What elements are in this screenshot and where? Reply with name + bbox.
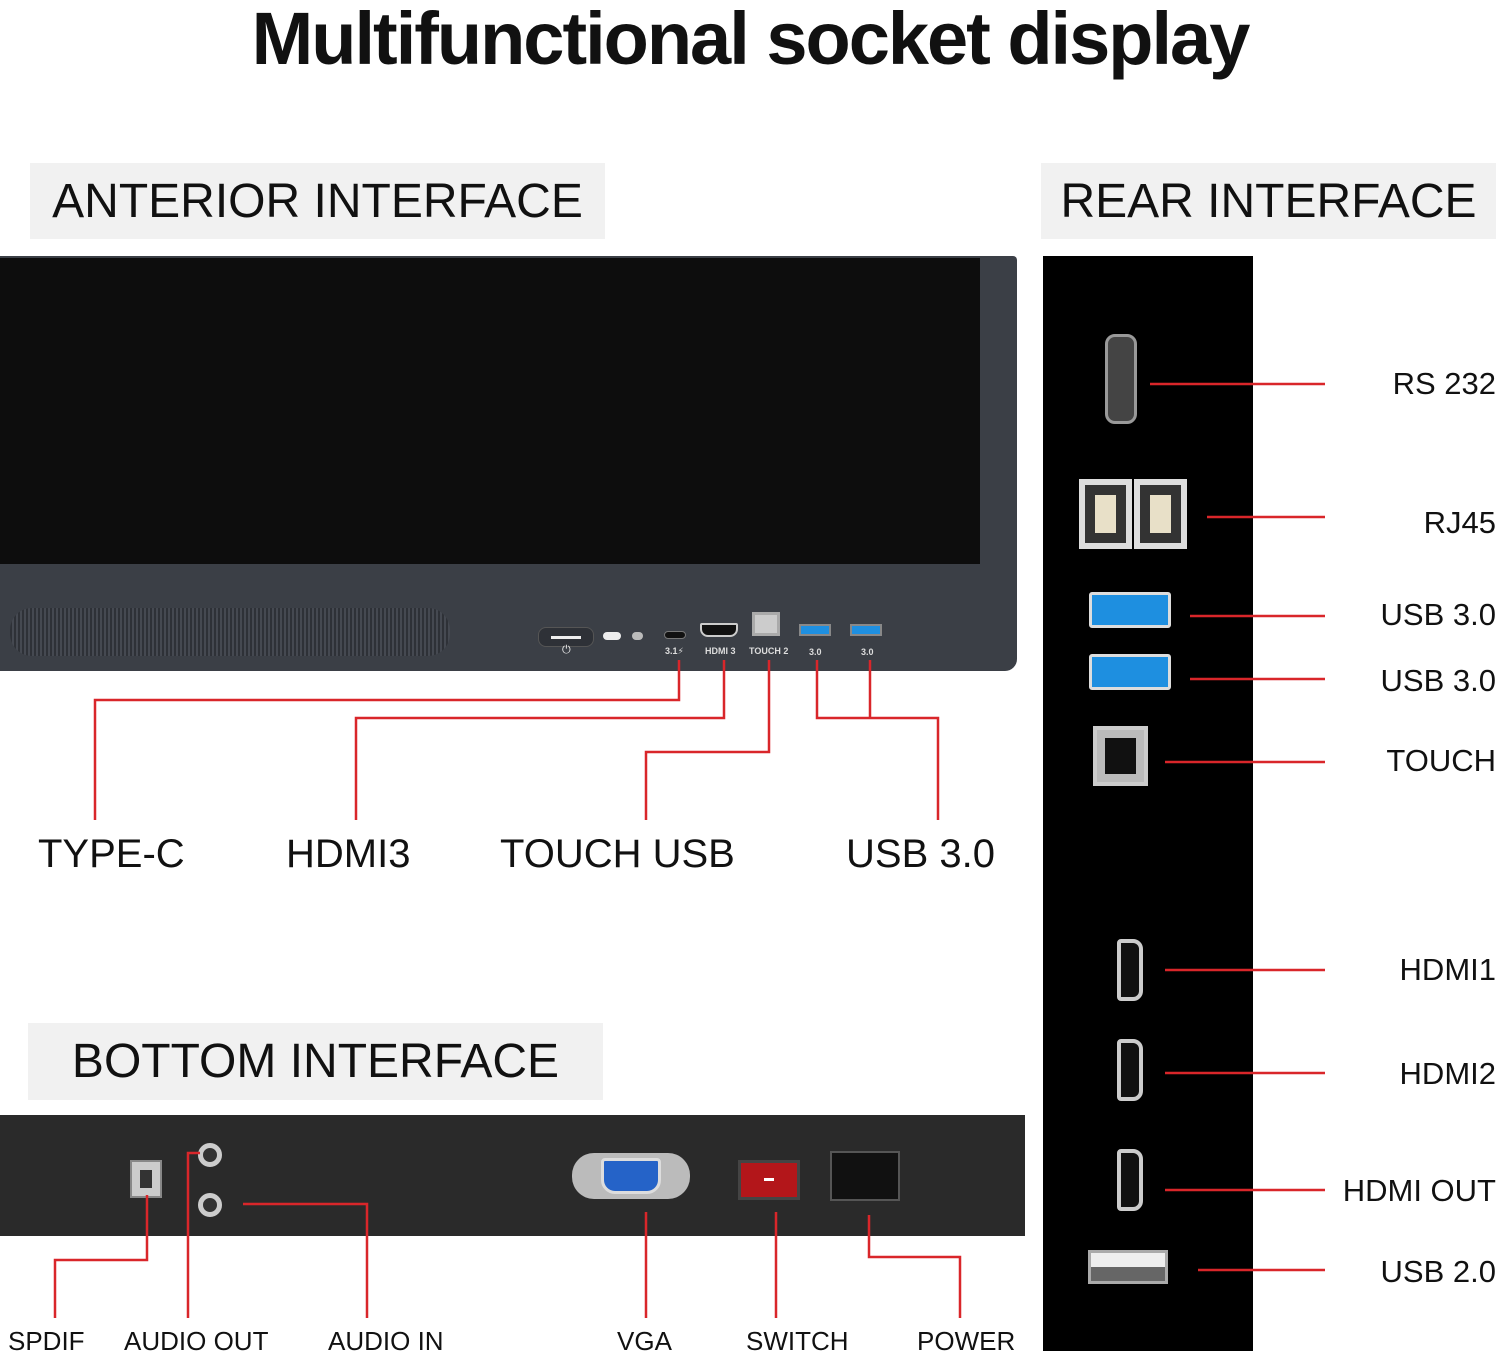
usb-port-2-label: 3.0	[861, 647, 874, 657]
label-usb3: USB 3.0	[846, 832, 995, 876]
touch-usb-line	[644, 660, 771, 820]
label-hdmi1: HDMI1	[1399, 952, 1496, 987]
speaker-grille	[10, 608, 450, 656]
label-usb3-rear-2: USB 3.0	[1380, 663, 1496, 698]
label-usb3-rear-1: USB 3.0	[1380, 597, 1496, 632]
label-audio-in: AUDIO IN	[328, 1326, 444, 1356]
indicator-light	[603, 632, 621, 640]
label-touch-usb: TOUCH USB	[500, 832, 735, 876]
label-vga: VGA	[617, 1326, 672, 1356]
audio-in-line	[243, 1202, 369, 1318]
audio-out-jack	[198, 1143, 222, 1167]
rs232-port	[1105, 334, 1137, 424]
label-spdif: SPDIF	[8, 1326, 85, 1356]
anterior-header: ANTERIOR INTERFACE	[30, 163, 605, 239]
rj45-port-2	[1134, 479, 1187, 549]
hdmi3-port	[700, 623, 738, 637]
bottom-header: BOTTOM INTERFACE	[28, 1023, 603, 1100]
label-hdmi3: HDMI3	[286, 832, 411, 876]
vga-port	[572, 1153, 690, 1199]
hdmi1-port	[1117, 939, 1143, 1001]
hdmi3-line	[354, 660, 726, 820]
power-line	[867, 1215, 962, 1318]
label-hdmi2: HDMI2	[1399, 1056, 1496, 1091]
label-usb2: USB 2.0	[1380, 1254, 1496, 1289]
label-rj45: RJ45	[1423, 505, 1496, 540]
power-icon: ⏻	[562, 644, 571, 656]
label-switch: SWITCH	[746, 1326, 849, 1356]
touch-port	[752, 612, 780, 636]
power-socket	[830, 1151, 900, 1201]
audio-in-jack	[198, 1193, 222, 1217]
power-switch[interactable]	[738, 1160, 800, 1200]
typec-port-label: 3.1⚡	[665, 646, 684, 656]
label-touch: TOUCH	[1386, 743, 1496, 778]
hdmi3-port-label: HDMI 3	[705, 646, 736, 656]
rj45-port-1	[1079, 479, 1132, 549]
power-button[interactable]	[538, 627, 594, 647]
usb2-port	[1088, 1250, 1168, 1284]
hdmi2-port	[1117, 1039, 1143, 1101]
usb-port-2	[850, 624, 882, 636]
label-typec: TYPE-C	[38, 832, 185, 876]
hdmi-out-port	[1117, 1149, 1143, 1211]
typec-line	[93, 660, 681, 820]
screen	[0, 258, 980, 564]
label-audio-out: AUDIO OUT	[124, 1326, 269, 1356]
usb3-port-2	[1089, 654, 1171, 690]
label-hdmi-out: HDMI OUT	[1342, 1173, 1496, 1208]
usb3-port-1	[1089, 592, 1171, 628]
label-power: POWER	[917, 1326, 1016, 1356]
touch-port-label: TOUCH 2	[749, 646, 789, 656]
bottom-panel	[0, 1115, 1025, 1236]
page-title: Multifunctional socket display	[251, 0, 1251, 80]
usb-port-1-label: 3.0	[809, 647, 822, 657]
label-rs232: RS 232	[1392, 366, 1496, 401]
monitor-front: ⏻ 3.1⚡ HDMI 3 TOUCH 2 3.0 3.0	[0, 256, 1017, 671]
rear-panel	[1043, 256, 1253, 1351]
rear-header: REAR INTERFACE	[1041, 163, 1496, 239]
ir-sensor	[632, 632, 643, 640]
usb-port-1	[799, 624, 831, 636]
audio-out-line	[186, 1151, 200, 1318]
typec-port	[664, 631, 686, 639]
spdif-line	[53, 1195, 149, 1318]
touch-usb-b-port	[1093, 726, 1148, 786]
usb3-line	[815, 660, 940, 820]
